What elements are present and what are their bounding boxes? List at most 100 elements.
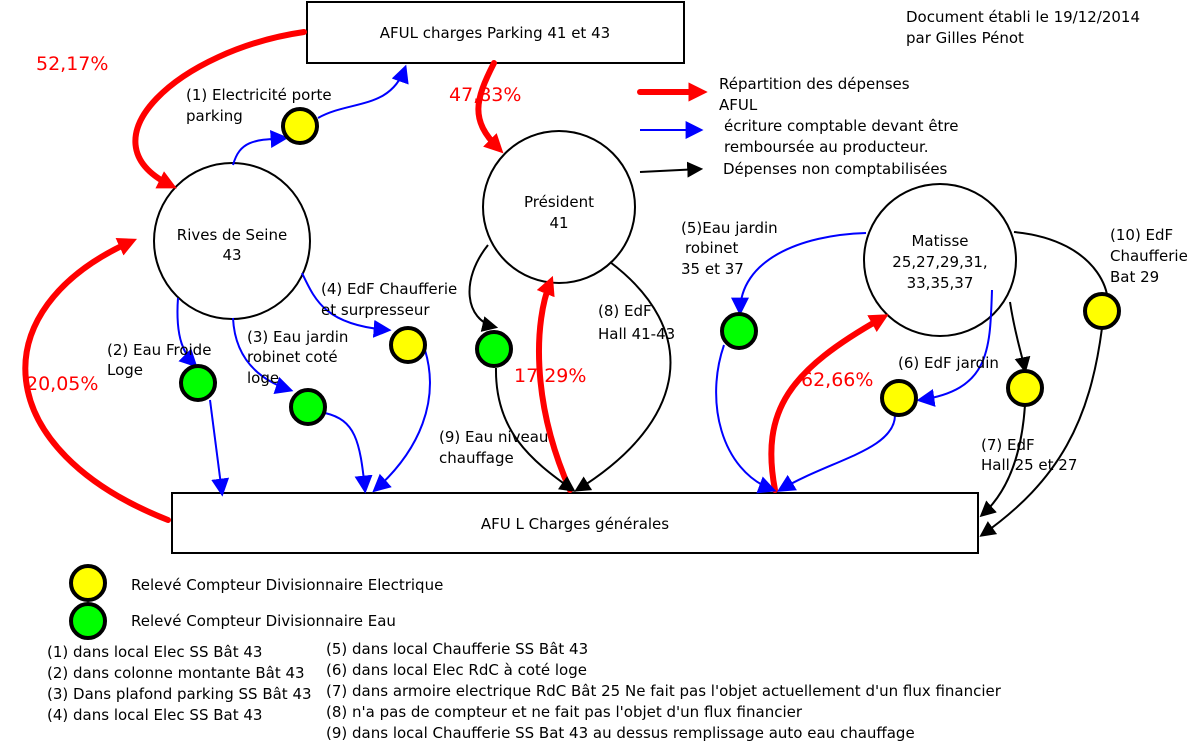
svg-text:41: 41 [549,214,568,232]
legend-red-label-2: AFUL [719,96,758,114]
svg-text:loge: loge [247,369,279,387]
meter-5-water [720,312,758,350]
svg-text:(2) Eau Froide: (2) Eau Froide [107,341,211,359]
svg-text:Document établi le 19/12/2014: Document établi le 19/12/2014 [906,8,1140,26]
legend-blue-label-2: remboursée au producteur. [724,138,929,156]
document-info: Document établi le 19/12/2014 par Gilles… [906,8,1140,47]
svg-text:(7) dans armoire electrique Rd: (7) dans armoire electrique RdC Bât 25 N… [326,682,1002,700]
svg-text:(6) dans local Elec RdC à coté: (6) dans local Elec RdC à coté loge [326,661,587,679]
svg-text:(8) EdF: (8) EdF [598,302,652,320]
meter-1-electric [281,107,319,145]
blue-rives-to-meter3 [232,317,294,394]
black-meter10-to-generales [979,327,1103,537]
blue-meter4-to-generales [372,349,431,493]
pct-generales-matisse: 62,66% [801,369,873,391]
blue-meter5-to-generales [715,344,777,494]
svg-text:chauffage: chauffage [439,449,514,467]
parking-box-label: AFUL charges Parking 41 et 43 [380,24,610,42]
svg-text:(4) EdF Chaufferie: (4) EdF Chaufferie [321,280,457,298]
svg-text:(2) dans colonne montante Bât: (2) dans colonne montante Bât 43 [47,664,305,682]
blue-matisse-to-meter5 [731,232,867,316]
black-matisse-to-meter7 [1009,301,1031,374]
pct-parking-president: 47,83% [449,84,521,106]
pct-parking-rives: 52,17% [36,53,108,75]
svg-text:robinet: robinet [685,239,738,257]
legend-yellow-label: Relevé Compteur Divisionnaire Electrique [131,576,443,594]
black-meter7-to-generales [979,404,1026,518]
svg-text:Hall 41-43: Hall 41-43 [598,325,675,343]
blue-flows [176,64,993,497]
svg-text:Loge: Loge [107,361,143,379]
svg-text:(8) n'a pas de compteur et ne: (8) n'a pas de compteur et ne fait pas l… [326,703,803,721]
svg-text:Hall 25 et 27: Hall 25 et 27 [981,456,1077,474]
svg-text:et surpresseur: et surpresseur [321,301,430,319]
meters [69,107,1121,640]
svg-text:Rives de Seine: Rives de Seine [177,226,287,244]
svg-text:25,27,29,31,: 25,27,29,31, [892,253,987,271]
legend-green-label: Relevé Compteur Divisionnaire Eau [131,612,396,630]
black-president-to-generales-hall [574,261,672,492]
svg-text:(7) EdF: (7) EdF [981,436,1035,454]
svg-text:(10) EdF: (10) EdF [1110,226,1173,244]
legend-red-label-1: Répartition des dépenses [719,75,910,93]
black-flows [468,161,1110,537]
meter-7-electric [1006,369,1044,407]
generales-box-label: AFU L Charges générales [481,515,669,533]
blue-meter1-to-parking [317,64,409,119]
svg-text:(4) dans local Elec SS Bat 43: (4) dans local Elec SS Bat 43 [47,706,262,724]
notes-left: (1) dans local Elec SS Bât 43 (2) dans c… [47,643,312,724]
svg-text:(6) EdF jardin: (6) EdF jardin [898,354,999,372]
svg-text:par Gilles Pénot: par Gilles Pénot [906,29,1024,47]
red-arrow-generales-to-rives [22,238,171,523]
meter-4-electric [389,326,427,364]
red-arrow-generales-to-president [536,275,573,493]
meter-3-water [289,388,327,426]
meter-2-water [179,364,217,402]
node-matisse: Matisse 25,27,29,31, 33,35,37 [863,183,1017,337]
black-president-to-meter9 [468,244,499,332]
parking-box: AFUL charges Parking 41 et 43 [306,1,685,64]
svg-text:(5)Eau jardin: (5)Eau jardin [681,219,778,237]
blue-rives-to-meter1 [232,129,289,166]
black-meter9-to-generales [494,367,576,492]
blue-rives-to-meter2 [176,297,198,368]
meter-labels: (1) Electricité porte parking (2) Eau Fr… [107,86,1188,474]
svg-text:robinet coté: robinet coté [247,348,338,366]
blue-meter3-to-generales [324,412,373,494]
legend-black-label: Dépenses non comptabilisées [723,160,948,178]
meter-10-electric [1083,292,1121,330]
svg-text:33,35,37: 33,35,37 [907,274,974,292]
legend-green-meter [69,602,107,640]
generales-box: AFU L Charges générales [171,492,979,554]
svg-text:(5) dans local Chaufferie SS B: (5) dans local Chaufferie SS Bât 43 [326,640,588,658]
meter-9-water [475,330,513,368]
blue-rives-to-meter4 [301,272,392,338]
red-arrow-parking-to-rives [132,29,307,189]
percentages: 52,17% 47,83% 20,05% 17,29% 62,66% [26,53,873,395]
svg-text:35 et 37: 35 et 37 [681,260,744,278]
svg-text:(9) Eau niveau: (9) Eau niveau [439,428,548,446]
red-arrow-parking-to-president [475,60,504,154]
svg-text:(3) Eau jardin: (3) Eau jardin [247,328,348,346]
svg-text:Chaufferie: Chaufferie [1110,247,1188,265]
blue-matisse-to-meter6 [916,289,993,407]
red-flows [22,29,889,523]
notes-right: (5) dans local Chaufferie SS Bât 43 (6) … [326,640,1002,741]
svg-text:Président: Président [524,193,594,211]
svg-text:(1) dans local Elec SS Bât 43: (1) dans local Elec SS Bât 43 [47,643,262,661]
svg-text:(3) Dans plafond parking SS Bâ: (3) Dans plafond parking SS Bât 43 [47,685,312,703]
meter-6-electric [880,379,918,417]
pct-generales-rives: 20,05% [26,373,98,395]
svg-text:(1) Electricité porte: (1) Electricité porte [186,86,332,104]
legend-black-arrow [639,161,704,178]
legend: Répartition des dépenses AFUL écriture c… [131,75,959,630]
pct-generales-president: 17,29% [514,365,586,387]
legend-blue-label-1: écriture comptable devant être [724,117,959,135]
blue-meter6-to-generales [776,414,896,492]
svg-text:(9) dans local Chaufferie SS B: (9) dans local Chaufferie SS Bat 43 au d… [326,724,915,741]
blue-meter2-to-generales [209,399,230,497]
red-arrow-generales-to-matisse [768,314,889,493]
svg-text:Bat 29: Bat 29 [1110,268,1159,286]
node-president: Président 41 [482,130,636,284]
